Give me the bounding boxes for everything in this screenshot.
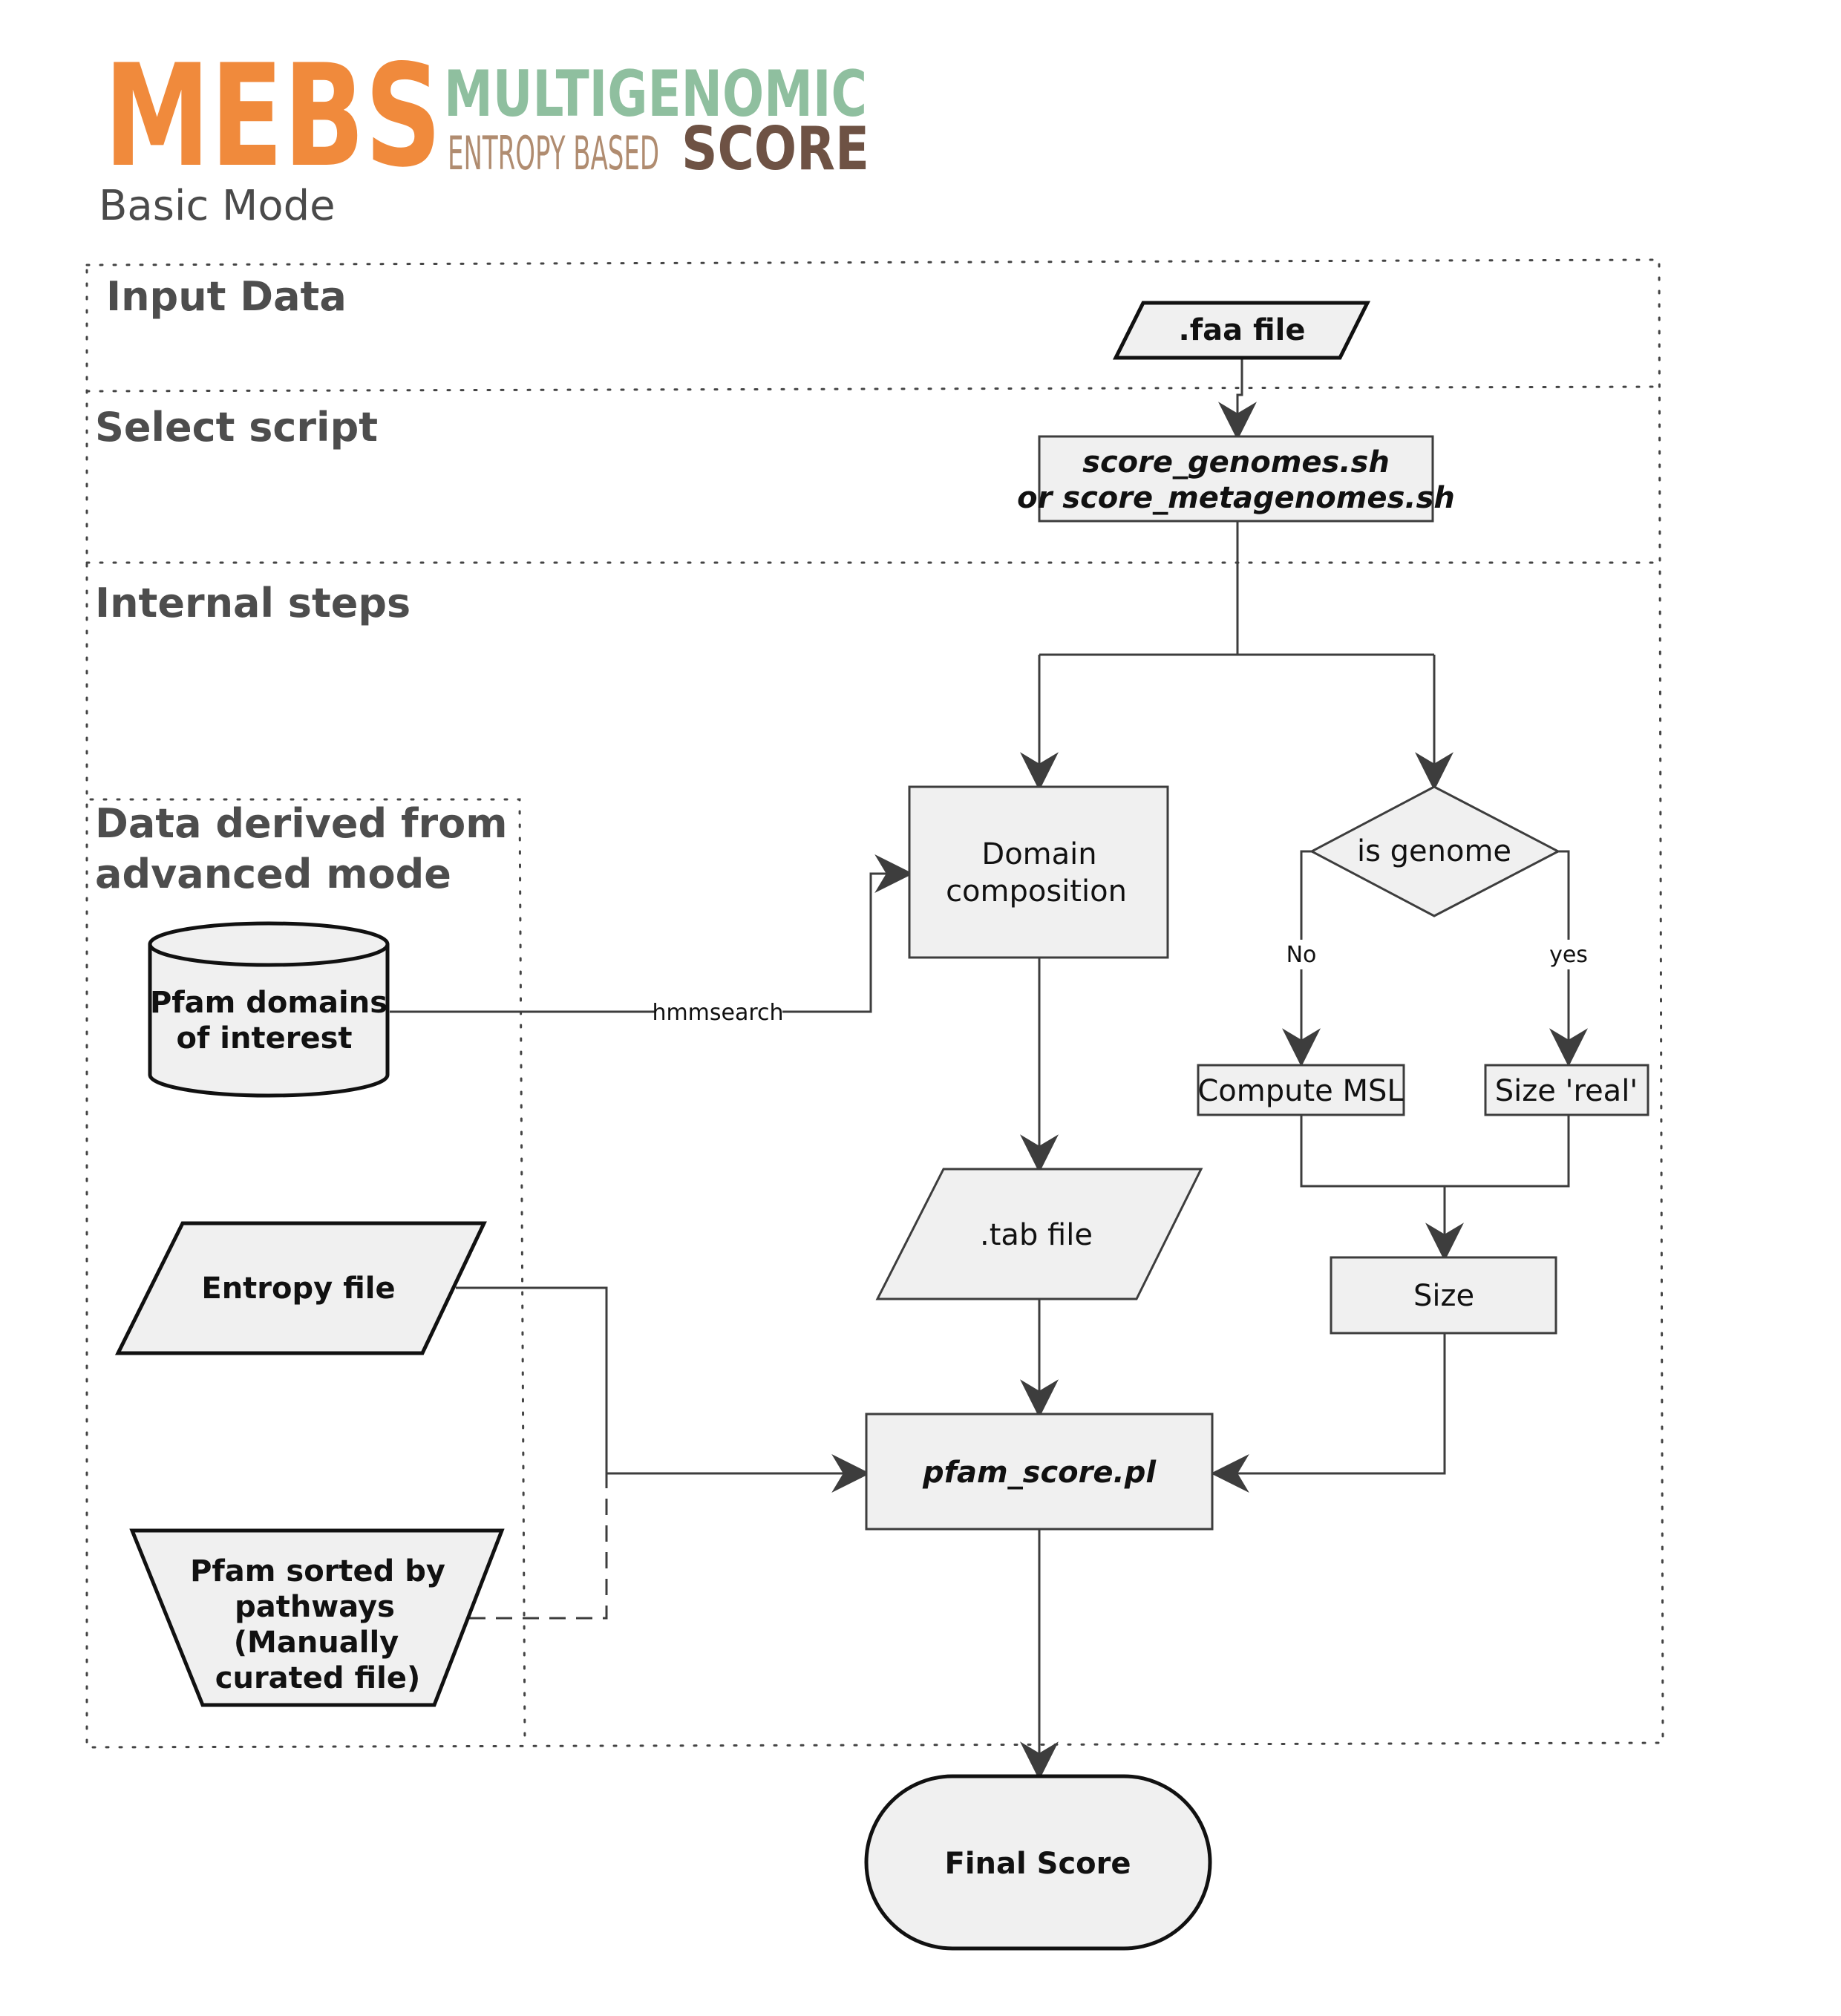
hmmsearch-label-bg	[655, 999, 782, 1026]
node-is-genome: is genome	[1309, 785, 1561, 917]
msl-shape	[1197, 1064, 1405, 1116]
script-shape	[1038, 435, 1434, 523]
edge-pathways-dashed	[469, 1473, 608, 1620]
size-real-shape	[1484, 1064, 1649, 1116]
edge-isgenome-no	[1282, 850, 1321, 1067]
final-label: Final Score	[945, 1847, 1131, 1881]
node-size-real: Size 'real'	[1484, 1064, 1649, 1116]
edge-label-yes: yes	[1549, 942, 1588, 968]
size-shape	[1330, 1256, 1557, 1335]
zone-borders	[85, 258, 1664, 1749]
node-pathways-file: Pfam sorted by pathways (Manually curate…	[129, 1528, 505, 1707]
node-pfam-domains-db: Pfam domains of interest	[148, 921, 390, 1098]
edge-hmmsearch	[390, 854, 914, 1013]
edge-entropy-to-pfamscore	[456, 1286, 871, 1493]
pfam-score-label: pfam_score.pl	[922, 1456, 1157, 1490]
edge-label-hmmsearch: hmmsearch	[652, 1000, 783, 1026]
edge-isgenome-yes	[1549, 850, 1588, 1067]
zone-title-derived-line1: Data derived from	[95, 800, 508, 847]
script-label-line2: or score_metagenomes.sh	[1017, 481, 1455, 515]
domain-label-line2: composition	[946, 874, 1127, 909]
tab-label: .tab file	[980, 1218, 1093, 1252]
derived-zone-border	[89, 798, 526, 1746]
no-label-bg	[1277, 940, 1326, 969]
node-size: Size	[1330, 1256, 1557, 1335]
node-pfam-score: pfam_score.pl	[865, 1413, 1214, 1531]
edge-size-to-pfamscore	[1210, 1333, 1446, 1493]
yes-label-bg	[1540, 940, 1597, 969]
zone-title-derived-line2: advanced mode	[95, 851, 451, 897]
zone-title-input-data: Input Data	[106, 273, 347, 320]
zone-title-select-script: Select script	[95, 404, 378, 451]
node-faa-file: .faa file	[1112, 301, 1371, 360]
pathways-label-line3: (Manually	[234, 1626, 399, 1660]
domain-shape	[908, 785, 1169, 959]
size-label: Size	[1413, 1279, 1474, 1313]
edge-merge-size	[1300, 1115, 1570, 1188]
edges	[390, 358, 1588, 1781]
zone-divider-input	[85, 385, 1663, 393]
final-shape	[864, 1774, 1212, 1951]
faa-label: .faa file	[1179, 313, 1306, 347]
pathways-label-line4: curated file)	[215, 1661, 420, 1695]
node-entropy-file: Entropy file	[114, 1221, 487, 1355]
msl-label: Compute MSL	[1197, 1074, 1404, 1108]
edge-label-no: No	[1286, 942, 1317, 968]
node-tab-file: .tab file	[875, 1168, 1203, 1300]
pfam-db-label-line2: of interest	[176, 1021, 352, 1056]
mebs-logo: MEBS MULTIGENOMIC ENTROPY BASED SCORE	[104, 34, 869, 198]
pfam-db-label-line1: Pfam domains	[150, 986, 388, 1020]
cylinder-body	[148, 944, 390, 1098]
pathways-label-line1: Pfam sorted by	[190, 1554, 445, 1588]
pathways-shape	[129, 1528, 505, 1707]
logo-score-text: SCORE	[681, 114, 869, 183]
cylinder-top	[148, 921, 390, 967]
domain-label-line1: Domain	[981, 837, 1096, 871]
isgenome-label: is genome	[1357, 834, 1511, 868]
script-label-line1: score_genomes.sh	[1082, 445, 1390, 480]
logo-multigenomic-text: MULTIGENOMIC	[444, 57, 867, 131]
entropy-label: Entropy file	[201, 1272, 395, 1306]
node-script: score_genomes.sh or score_metagenomes.sh	[1017, 435, 1455, 523]
zone-title-internal-steps: Internal steps	[95, 580, 411, 626]
size-real-label: Size 'real'	[1495, 1074, 1638, 1108]
logo-mebs-text: MEBS	[104, 34, 442, 198]
pfam-score-shape	[865, 1413, 1214, 1531]
edge-faa-to-script	[1218, 358, 1257, 441]
node-domain-composition: Domain composition	[908, 785, 1169, 959]
mode-subtitle: Basic Mode	[99, 182, 336, 230]
tab-shape	[875, 1168, 1203, 1300]
entropy-shape	[114, 1221, 487, 1355]
isgenome-shape	[1309, 785, 1561, 917]
node-compute-msl: Compute MSL	[1197, 1064, 1405, 1116]
pathways-label-line2: pathways	[235, 1590, 395, 1624]
node-final-score: Final Score	[864, 1774, 1212, 1951]
logo-entropy-based-text: ENTROPY BASED	[448, 126, 659, 180]
faa-shape	[1112, 301, 1371, 360]
